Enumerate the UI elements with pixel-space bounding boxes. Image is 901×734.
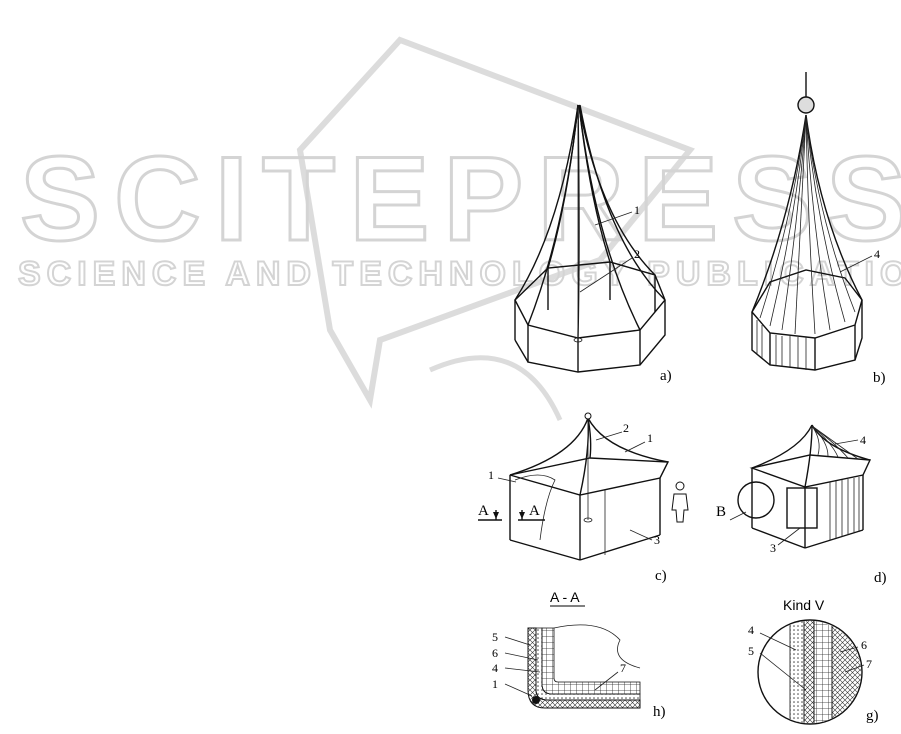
c-label: c) [655,568,667,584]
g-callout-4: 4 [748,623,754,637]
a-callout-1: 1 [634,203,640,217]
g-callout-5: 5 [748,644,754,658]
b-label: b) [873,370,886,386]
c-section-mark-right: A [529,503,540,519]
d-view-mark: B [716,504,726,520]
h-callout-4: 4 [492,661,498,675]
h-callout-6: 6 [492,646,498,660]
c-callout-3: 3 [654,533,660,547]
g-label: g) [866,708,879,724]
watermark-tagline: SCIENCE AND TECHNOLOGY PUBLICATIONS [18,255,901,293]
c-callout-1-wall: 1 [488,468,494,482]
g-callout-7: 7 [866,657,872,671]
c-callout-1-roof: 1 [647,431,653,445]
b-callout-4: 4 [874,247,880,261]
c-callout-2: 2 [623,421,629,435]
watermark-swoosh [430,358,560,420]
person-icon [672,482,688,522]
h-frame-node [532,696,540,704]
h-callout-1: 1 [492,677,498,691]
figure-h: A - A 5 6 4 1 7 h) [492,589,666,720]
figure-c: A A 2 1 1 3 c) [478,413,688,584]
figure-d: B 4 3 d) [716,425,887,586]
d-detail-circle [738,482,774,518]
b-finial-ball [798,97,814,113]
h-label: h) [653,704,666,720]
d-callout-3: 3 [770,541,776,555]
h-title: A - A [550,589,580,605]
g-title: Kind V [783,597,825,613]
h-callout-5: 5 [492,630,498,644]
h-callout-7: 7 [620,661,626,675]
a-callout-2: 2 [634,247,640,261]
d-callout-4: 4 [860,433,866,447]
a-label: a) [660,368,672,384]
c-section-mark-left: A [478,503,489,519]
d-label: d) [874,570,887,586]
figure-g: Kind V 4 5 6 7 g) [748,597,879,730]
watermark-brand: SCITEPRESS [20,132,901,266]
g-callout-6: 6 [861,638,867,652]
c-pole-top [585,413,591,419]
